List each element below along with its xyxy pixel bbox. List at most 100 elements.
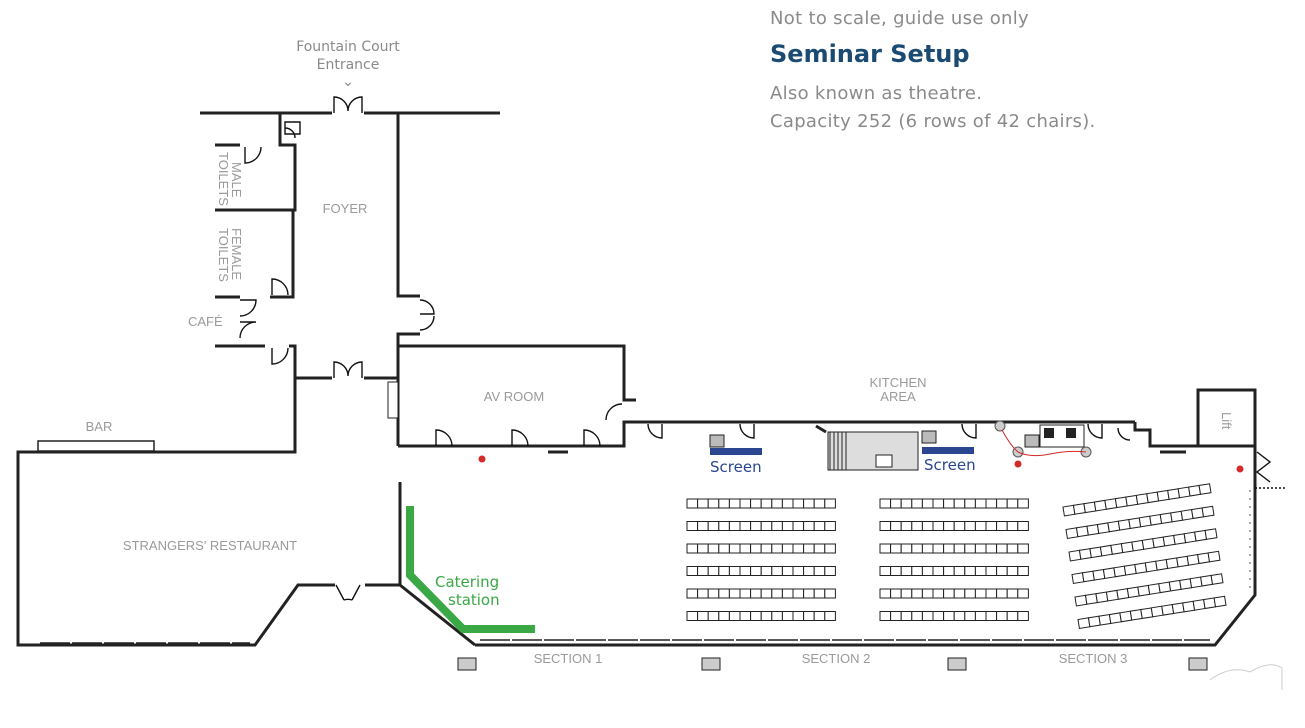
cable-node xyxy=(994,420,1006,432)
chair xyxy=(964,498,976,509)
chair xyxy=(760,566,773,576)
chair xyxy=(697,498,709,509)
chair xyxy=(1149,514,1163,526)
chair xyxy=(1110,543,1124,555)
av-cabinet xyxy=(387,381,399,419)
outside-contour xyxy=(1209,664,1283,690)
chair xyxy=(824,543,836,554)
chair xyxy=(1134,562,1148,575)
seating-block-2-row xyxy=(879,521,1029,531)
chair xyxy=(900,588,913,599)
chair xyxy=(1173,533,1187,545)
fire-exit-marker xyxy=(1236,465,1244,473)
chair xyxy=(1098,613,1112,626)
chair xyxy=(1099,544,1113,557)
chair xyxy=(1165,557,1179,570)
chair xyxy=(792,498,805,509)
seating-block-3-row xyxy=(1062,483,1212,517)
chair xyxy=(771,588,783,599)
chair xyxy=(803,588,815,599)
foyer-side-door xyxy=(419,299,435,331)
chair xyxy=(739,566,752,576)
chair xyxy=(739,521,752,531)
seating-block-3-row xyxy=(1074,573,1224,607)
seating-area xyxy=(686,483,1227,629)
chair xyxy=(1171,602,1185,615)
hall-right-bottom-wall xyxy=(475,446,1257,647)
pillar xyxy=(947,657,967,671)
section-2-label: SECTION 2 xyxy=(802,651,871,666)
seating-block-1-row xyxy=(686,521,836,531)
chair xyxy=(1158,581,1172,594)
foyer-right-wall xyxy=(396,113,420,446)
chair xyxy=(1095,591,1109,604)
chair xyxy=(964,543,976,554)
page-title: Seminar Setup xyxy=(770,40,970,68)
chair xyxy=(728,543,741,554)
chair xyxy=(1119,610,1133,623)
chair xyxy=(921,588,934,599)
doors xyxy=(239,96,1285,601)
chair xyxy=(707,543,720,554)
seating-block-1-row xyxy=(686,611,836,621)
fire-exit-markers xyxy=(478,455,1244,473)
chair xyxy=(953,521,966,531)
screen-left-bar xyxy=(710,448,762,455)
cable-run xyxy=(1001,429,1087,457)
catering-station xyxy=(406,506,535,633)
chair xyxy=(964,566,976,576)
description-line-1: Also known as theatre. xyxy=(770,83,983,104)
chair xyxy=(985,611,998,621)
setup-description: Also known as theatre. Capacity 252 (6 r… xyxy=(770,80,1096,136)
av-door-3 xyxy=(583,429,601,447)
entrance-door xyxy=(333,96,363,113)
catering-label-line-2: station xyxy=(448,591,500,609)
chair xyxy=(1168,579,1182,592)
servery-sink xyxy=(875,454,893,468)
chair xyxy=(921,566,934,576)
chair xyxy=(974,588,987,599)
chair xyxy=(1017,566,1029,576)
chair xyxy=(1107,520,1121,533)
chair xyxy=(1167,488,1181,500)
kitchen-door-4 xyxy=(1087,423,1103,439)
restaurant-label: STRANGERS' RESTAURANT xyxy=(123,538,297,553)
chair xyxy=(932,543,945,554)
chair xyxy=(900,566,913,576)
chair xyxy=(1194,529,1208,542)
chair xyxy=(879,611,892,621)
chair xyxy=(1156,489,1170,502)
chair xyxy=(1129,608,1143,621)
chair xyxy=(943,521,955,531)
chair xyxy=(792,588,805,599)
female-toilets-label-line-1: FEMALE xyxy=(229,228,244,280)
chair xyxy=(824,521,836,531)
servery-counter xyxy=(827,431,919,471)
chair xyxy=(890,588,902,599)
chair xyxy=(813,543,826,554)
chair xyxy=(1078,548,1092,560)
chair xyxy=(953,588,966,599)
chair xyxy=(707,498,720,509)
chair xyxy=(1210,573,1224,585)
chair xyxy=(803,498,815,509)
chair xyxy=(1192,599,1206,611)
chair xyxy=(1213,595,1227,608)
chair xyxy=(707,566,720,576)
chair xyxy=(697,566,709,576)
chair xyxy=(750,543,762,554)
seating-block-3-row xyxy=(1065,505,1215,539)
chair xyxy=(943,588,955,599)
chair xyxy=(900,498,913,509)
chair xyxy=(718,611,730,621)
chair xyxy=(1159,512,1173,525)
chair xyxy=(760,521,773,531)
chair xyxy=(1176,555,1190,568)
av-side-door xyxy=(605,403,623,421)
kitchen-right-wall xyxy=(1133,422,1198,448)
chair xyxy=(1138,515,1152,528)
chair xyxy=(718,543,730,554)
chair xyxy=(686,543,699,554)
chair xyxy=(1188,484,1202,497)
screen-left-label: Screen xyxy=(710,458,762,476)
